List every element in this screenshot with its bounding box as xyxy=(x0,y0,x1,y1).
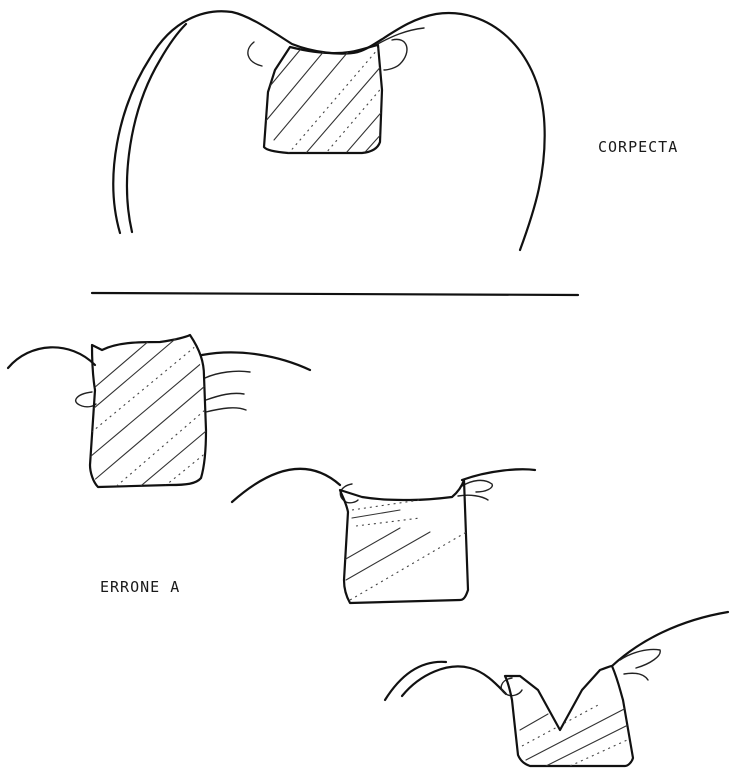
correct-tooth-right-groove xyxy=(374,28,424,46)
erroneous-3-cavity xyxy=(505,666,633,766)
erroneous-2-cavity xyxy=(340,480,468,603)
correct-tooth xyxy=(113,11,544,250)
erroneous-label: ERRONE A xyxy=(100,578,180,596)
erroneous-1-right-mark xyxy=(205,371,250,412)
correct-cavity xyxy=(264,45,382,153)
erroneous-1-occlusal-left xyxy=(8,347,95,368)
erroneous-3-hatching xyxy=(520,704,636,766)
erroneous-example-2 xyxy=(232,469,535,603)
correct-tooth-left-mark xyxy=(248,42,262,66)
correct-tooth-right-mark xyxy=(384,39,407,70)
erroneous-3-occlusal-left-2 xyxy=(402,666,506,696)
erroneous-1-occlusal-right xyxy=(202,352,310,370)
erroneous-3-occlusal-right xyxy=(612,612,728,666)
correct-cavity-hatching xyxy=(250,40,392,160)
erroneous-2-occlusal-right xyxy=(462,469,535,480)
separator-line xyxy=(92,293,578,295)
erroneous-example-3 xyxy=(385,612,728,766)
erroneous-1-hatching xyxy=(80,335,212,490)
erroneous-3-occlusal-left xyxy=(385,662,446,700)
erroneous-2-occlusal-left xyxy=(232,469,340,502)
correct-tooth-outline xyxy=(113,11,544,250)
erroneous-2-hatching xyxy=(344,500,470,600)
erroneous-example-1 xyxy=(8,335,310,490)
correct-tooth-left-inner xyxy=(127,24,186,232)
erroneous-1-cavity xyxy=(90,335,206,487)
correct-label: CORPECTA xyxy=(598,138,678,156)
